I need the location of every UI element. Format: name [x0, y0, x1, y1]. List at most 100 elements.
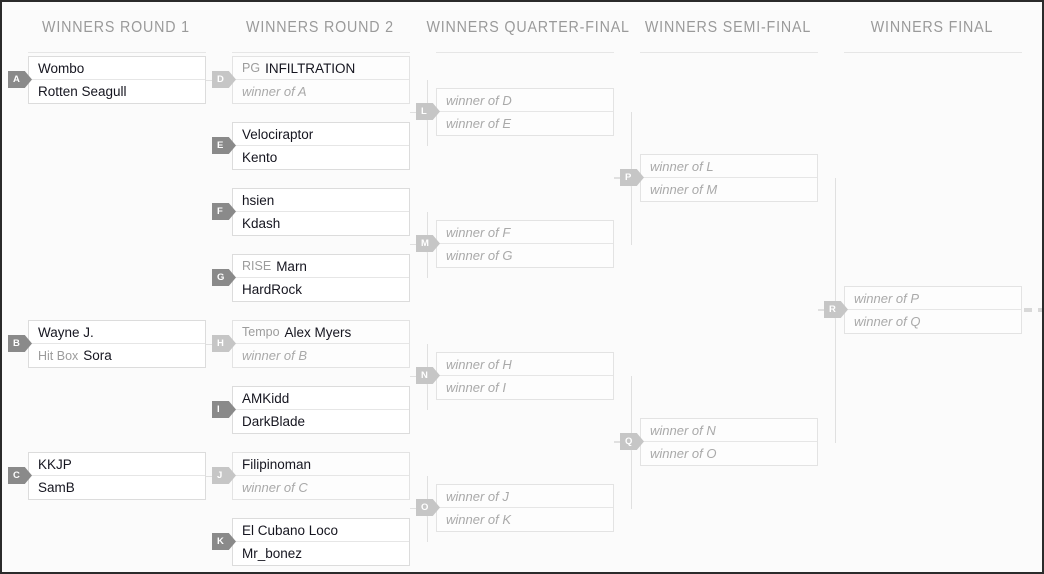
match-slots: hsien Kdash [232, 188, 410, 236]
match-slot-top[interactable]: winner of F [437, 221, 613, 244]
match-slot-top[interactable]: winner of D [437, 89, 613, 112]
round-header-winners-round-1: WINNERS ROUND 1 [10, 2, 222, 54]
match-P[interactable]: winner of L winner of M P [620, 154, 818, 202]
match-slot-top[interactable]: winner of J [437, 485, 613, 508]
match-slot-bottom[interactable]: winner of C [242, 480, 308, 495]
player-name: Rotten Seagull [38, 84, 127, 99]
match-tag-H: H [212, 335, 236, 352]
player-name: hsien [242, 192, 275, 208]
match-slots: Velociraptor Kento [232, 122, 410, 170]
match-slots: winner of F winner of G [436, 220, 614, 268]
match-slot-bottom[interactable]: winner of I [446, 380, 506, 395]
match-slots: El Cubano Loco Mr_bonez [232, 518, 410, 566]
player-name: KKJP [38, 456, 72, 472]
connector-n-to-q [614, 376, 632, 442]
match-K[interactable]: El Cubano Loco Mr_bonez K [212, 518, 410, 566]
connector-o-to-q [614, 442, 632, 509]
player-name: Mr_bonez [242, 546, 303, 561]
match-slot-top[interactable]: winner of H [437, 353, 613, 376]
match-tag-I: I [212, 401, 236, 418]
match-slot-bottom[interactable]: DarkBlade [233, 410, 409, 433]
match-slot-bottom[interactable]: Kento [233, 146, 409, 169]
match-slot-bottom[interactable]: winner of O [650, 446, 717, 461]
match-slot-top[interactable]: Tempo Alex Myers [233, 321, 409, 344]
player-name: Wayne J. [38, 324, 94, 340]
connector-m-to-p [614, 178, 632, 245]
match-R[interactable]: winner of P winner of Q R [824, 286, 1022, 334]
match-I[interactable]: AMKidd DarkBlade I [212, 386, 410, 434]
match-O[interactable]: winner of J winner of K O [416, 484, 614, 532]
match-N[interactable]: winner of H winner of I N [416, 352, 614, 400]
match-B[interactable]: Wayne J. Hit Box Sora B [8, 320, 206, 368]
round-header-winners-round-2: WINNERS ROUND 2 [214, 2, 426, 54]
match-slots: winner of L winner of M [640, 154, 818, 202]
player-name: AMKidd [242, 390, 290, 406]
match-tag-N: N [416, 367, 440, 384]
match-tag-Q: Q [620, 433, 644, 450]
match-slots: Wayne J. Hit Box Sora [28, 320, 206, 368]
match-C[interactable]: KKJP SamB C [8, 452, 206, 500]
player-name: Sora [83, 348, 112, 363]
match-slot-top[interactable]: Velociraptor [233, 123, 409, 146]
player-name: Kdash [242, 216, 281, 231]
player-name: Marn [276, 258, 307, 274]
match-slot-top[interactable]: RISE Marn [233, 255, 409, 278]
match-Q[interactable]: winner of N winner of O Q [620, 418, 818, 466]
match-slot-top[interactable]: winner of P [845, 287, 1021, 310]
match-slot-top[interactable]: hsien [233, 189, 409, 212]
match-slot-top[interactable]: winner of L [641, 155, 817, 178]
match-slot-bottom[interactable]: Rotten Seagull [29, 80, 205, 103]
match-slots: PG INFILTRATION winner of A [232, 56, 410, 104]
match-tag-O: O [416, 499, 440, 516]
connector-q-to-r [818, 310, 836, 443]
match-slot-bottom[interactable]: winner of K [446, 512, 512, 527]
match-slot-top[interactable]: El Cubano Loco [233, 519, 409, 542]
round-title: WINNERS QUARTER-FINAL [426, 19, 630, 36]
player-name: Alex Myers [284, 324, 352, 340]
match-F[interactable]: hsien Kdash F [212, 188, 410, 236]
round-title: WINNERS FINAL [870, 19, 994, 36]
match-slot-bottom[interactable]: Kdash [233, 212, 409, 235]
match-L[interactable]: winner of D winner of E L [416, 88, 614, 136]
match-M[interactable]: winner of F winner of G M [416, 220, 614, 268]
match-slot-bottom[interactable]: winner of M [650, 182, 718, 197]
match-slot-top[interactable]: Wombo [29, 57, 205, 80]
match-G[interactable]: RISE Marn HardRock G [212, 254, 410, 302]
round-header-winners-quarter-final: WINNERS QUARTER-FINAL [418, 2, 630, 54]
round-header-winners-final: WINNERS FINAL [826, 2, 1038, 54]
match-slot-bottom[interactable]: Mr_bonez [233, 542, 409, 565]
match-slots: AMKidd DarkBlade [232, 386, 410, 434]
player-name: DarkBlade [242, 414, 306, 429]
match-slot-top[interactable]: AMKidd [233, 387, 409, 410]
match-slot-bottom[interactable]: SamB [29, 476, 205, 499]
match-slot-bottom[interactable]: winner of G [446, 248, 513, 263]
player-name: El Cubano Loco [242, 522, 339, 538]
match-slots: winner of D winner of E [436, 88, 614, 136]
match-slot-bottom[interactable]: HardRock [233, 278, 409, 301]
match-slot-top[interactable]: PG INFILTRATION [233, 57, 409, 80]
player-name: Filipinoman [242, 456, 312, 472]
match-slot-bottom[interactable]: Hit Box Sora [29, 344, 205, 367]
connector-p-to-r [818, 178, 836, 310]
match-A[interactable]: Wombo Rotten Seagull A [8, 56, 206, 104]
match-tag-A: A [8, 71, 32, 88]
match-slot-bottom[interactable]: winner of A [242, 84, 307, 99]
player-sponsor: RISE [242, 259, 272, 273]
match-slot-top[interactable]: Wayne J. [29, 321, 205, 344]
match-tag-P: P [620, 169, 644, 186]
match-slot-bottom[interactable]: winner of Q [854, 314, 921, 329]
match-E[interactable]: Velociraptor Kento E [212, 122, 410, 170]
match-H[interactable]: Tempo Alex Myers winner of B H [212, 320, 410, 368]
match-slot-bottom[interactable]: winner of E [446, 116, 512, 131]
match-slots: winner of N winner of O [640, 418, 818, 466]
match-slot-top[interactable]: Filipinoman [233, 453, 409, 476]
match-slot-top[interactable]: KKJP [29, 453, 205, 476]
match-slots: KKJP SamB [28, 452, 206, 500]
match-slots: winner of J winner of K [436, 484, 614, 532]
match-slot-top[interactable]: winner of N [641, 419, 817, 442]
match-slot-bottom[interactable]: winner of B [242, 348, 308, 363]
player-sponsor: Tempo [242, 325, 280, 339]
match-J[interactable]: Filipinoman winner of C J [212, 452, 410, 500]
match-D[interactable]: PG INFILTRATION winner of A D [212, 56, 410, 104]
match-slots: RISE Marn HardRock [232, 254, 410, 302]
